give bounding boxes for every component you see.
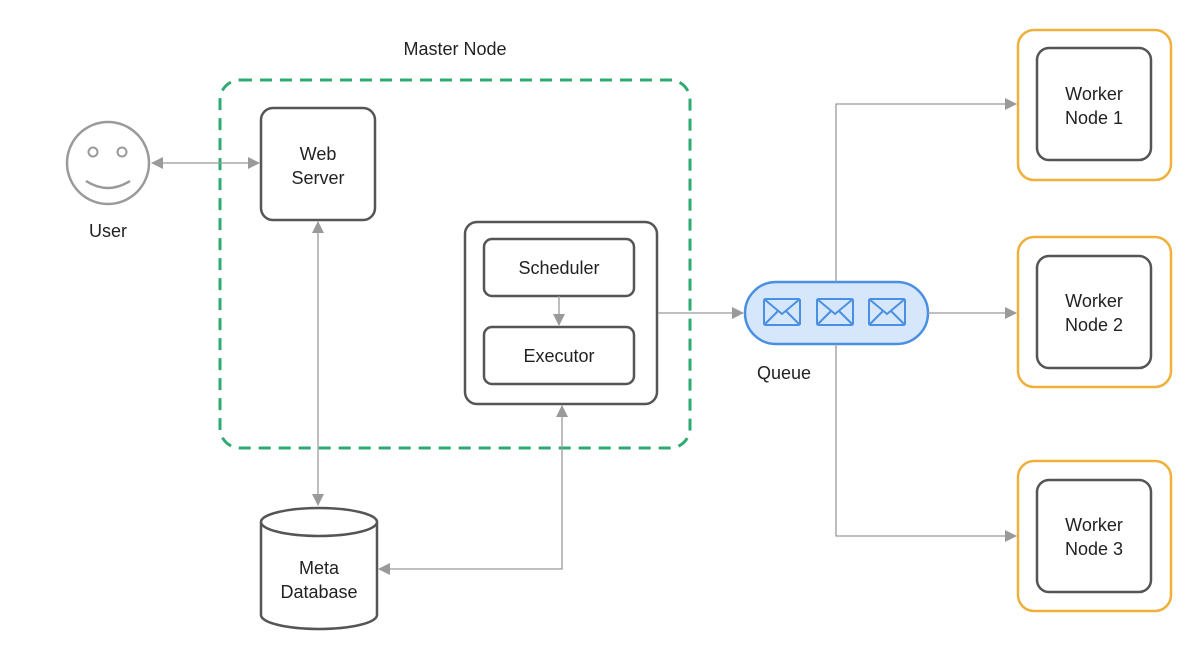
envelope-icon [816,298,854,326]
master-node-label: Master Node [403,39,506,59]
web-server-label-line2: Server [291,168,344,188]
database-cylinder-icon [259,506,379,631]
worker-node-2-label-line2: Node 2 [1065,315,1123,335]
connector-queue-worker-1 [835,98,1017,282]
meta-database-label: Meta [299,558,340,578]
scheduler-label: Scheduler [518,258,599,278]
envelope-icon [868,298,906,326]
web-server-box [259,106,377,222]
queue-label: Queue [757,363,811,383]
worker-node-2 [1016,235,1173,389]
executor-label: Executor [523,346,594,366]
master-node-container [218,78,692,450]
worker-node-2-label: Worker [1065,291,1123,311]
user-label: User [89,221,127,241]
worker-node-3-label: Worker [1065,515,1123,535]
connector-queue-worker-3 [835,344,1017,542]
user-smiley-icon [65,120,151,206]
worker-node-1 [1016,28,1173,182]
connector-executor-metadb [378,405,568,575]
web-server-label: Web [300,144,337,164]
worker-node-1-label-line2: Node 1 [1065,108,1123,128]
worker-node-3 [1016,459,1173,613]
meta-database-label-line2: Database [280,582,357,602]
executor-box [482,325,636,386]
worker-node-1-label: Worker [1065,84,1123,104]
worker-node-3-label-line2: Node 3 [1065,539,1123,559]
envelope-icon [763,298,801,326]
